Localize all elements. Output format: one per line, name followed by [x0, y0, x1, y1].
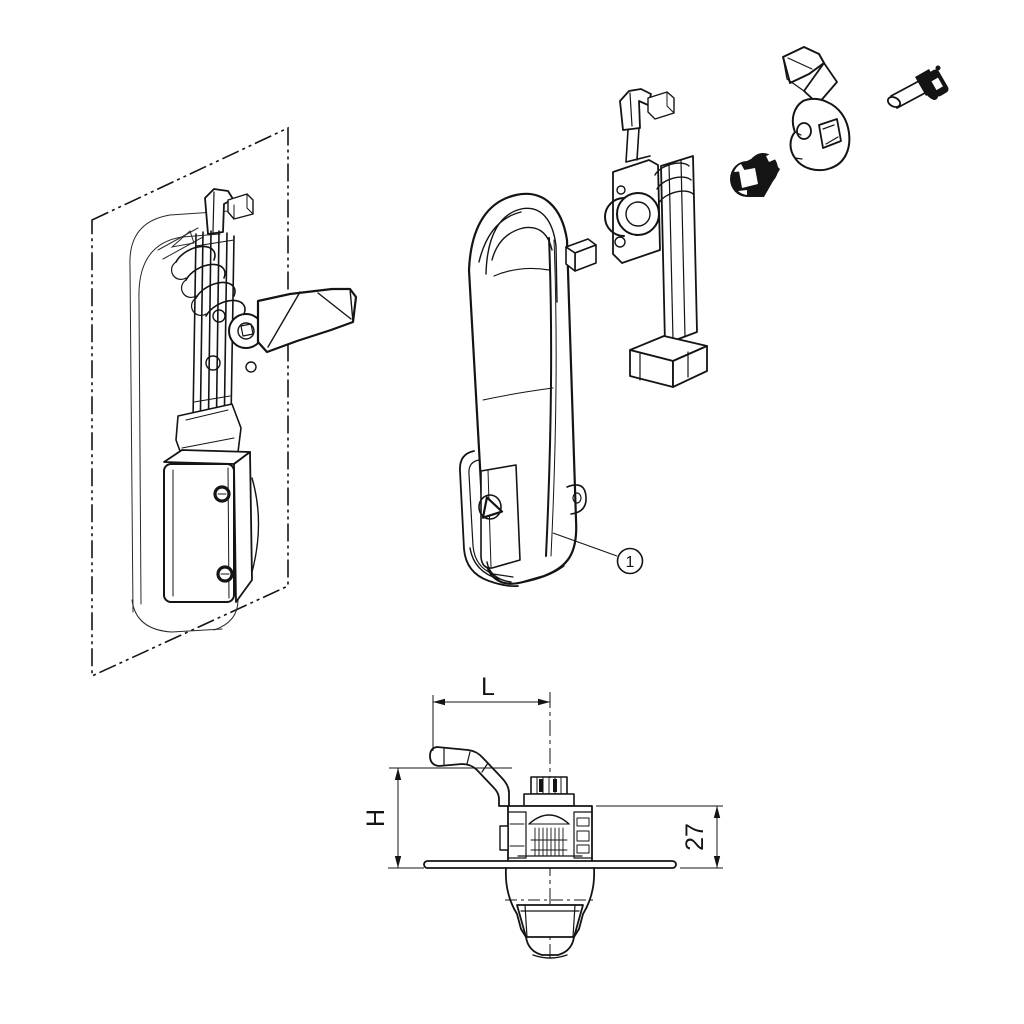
- handle-groove: [545, 237, 553, 557]
- screw-icon: [886, 65, 949, 109]
- slide-rail: [654, 155, 698, 345]
- callout-1: 1: [552, 532, 644, 575]
- dimension-L: L: [432, 673, 550, 751]
- lock-body-profile: [499, 805, 593, 863]
- push-button: [480, 464, 521, 569]
- cam-lever-icon: [782, 46, 851, 172]
- dimension-27-label: 27: [681, 823, 709, 851]
- foot-block: [629, 335, 708, 388]
- latch-hook-top: [619, 88, 675, 131]
- cam-round-hole: [796, 122, 812, 140]
- dimension-27: 27: [596, 805, 723, 869]
- side-view-icon: L H 27: [362, 673, 723, 959]
- callout-circle: [616, 547, 644, 575]
- under-panel-body: [504, 867, 596, 959]
- latch-hook: [204, 188, 254, 235]
- leader-line: [552, 532, 618, 557]
- swing-handle-icon: [459, 192, 597, 588]
- pivot-cam: [205, 309, 264, 373]
- panel-plate: [423, 860, 677, 869]
- lever-handle: [256, 287, 358, 354]
- lock-case: [163, 449, 260, 603]
- push-button-housing: [459, 450, 521, 588]
- square-hole: [739, 168, 758, 188]
- eyelet-tab: [566, 484, 587, 515]
- cam-square-hole: [818, 118, 842, 149]
- spindle-tab: [565, 238, 597, 272]
- handle-profile: [429, 746, 510, 807]
- mounting-panel-icon: [91, 126, 289, 678]
- lock-mechanism-icon: [604, 88, 708, 388]
- square-bushing-icon: [730, 153, 780, 197]
- installed-assembly-icon: [129, 188, 358, 633]
- gearbox-plate: [604, 159, 661, 264]
- channel-rails: [192, 230, 235, 453]
- dimension-L-label: L: [481, 673, 495, 701]
- dimension-H-label: H: [362, 809, 390, 827]
- callout-number: 1: [626, 554, 635, 571]
- dimension-H: H: [362, 767, 512, 869]
- spindle-nut: [523, 776, 575, 807]
- triangle-icon: [481, 496, 504, 519]
- spring-barrels: [170, 245, 246, 317]
